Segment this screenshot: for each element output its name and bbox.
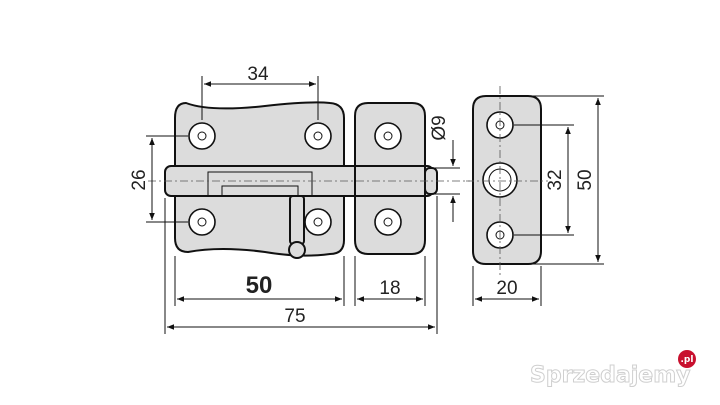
dim-32-label: 32 [545,169,566,190]
dim-50-vertical-label: 50 [575,169,596,190]
bolt-handle [288,195,306,259]
dim-left-height: 26 [129,135,188,223]
watermark-badge-icon [678,350,696,368]
dim-keeper-width: 18 [354,256,426,306]
side-keeper [354,102,438,255]
dim-20-label: 20 [496,278,517,299]
dim-keeper-depth: 20 [472,266,542,306]
dim-50-bold-label: 50 [246,272,273,299]
handle-channel [207,171,313,196]
dim-34-label: 34 [247,64,269,85]
bolt-screw-holes [188,122,332,236]
center-lines [148,86,548,276]
bolt-body [164,101,434,259]
dim-keeper-hole-spacing: 32 [514,124,574,236]
dim-d9-label: Ø9 [429,115,450,140]
dim-26-label: 26 [129,169,150,190]
end-keeper [472,95,542,265]
dim-keeper-height: 50 [530,95,604,265]
watermark-text: Sprzedajemy [530,363,691,388]
watermark-suffix: .pl [681,355,694,365]
dim-top-hole-spacing: 34 [201,64,319,120]
dim-75-label: 75 [284,306,305,327]
watermark: Sprzedajemy .pl [530,350,696,389]
dim-pin-diameter: Ø9 [429,115,460,222]
dim-overall-length: 75 [164,196,438,334]
dim-bolt-travel: 50 [174,256,345,306]
dim-18-label: 18 [379,278,400,299]
